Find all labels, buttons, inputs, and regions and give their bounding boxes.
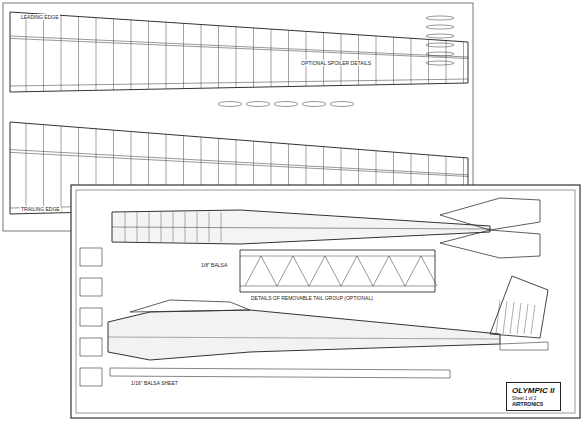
rib-section [426, 34, 454, 38]
fuselage-side-view [108, 310, 500, 360]
rib [201, 25, 202, 89]
former [197, 212, 198, 242]
title-text: OLYMPIC II [512, 386, 555, 396]
diagonal [373, 256, 389, 286]
rib-section [426, 61, 454, 65]
diagonal [357, 256, 373, 286]
rib-section [246, 102, 270, 107]
diagonal [245, 256, 261, 286]
rib [288, 30, 289, 86]
former [185, 212, 186, 242]
title-block: OLYMPIC IISheet 1 of 2AIRTRONICS [506, 382, 561, 411]
rib [463, 42, 464, 83]
fin-rib [496, 300, 500, 334]
plan-note: LEADING EDGE [20, 14, 60, 20]
plan-note: TRAILING EDGE [20, 206, 61, 212]
rib [43, 125, 44, 214]
former [161, 212, 162, 242]
rib-section [426, 25, 454, 29]
thrust-line [108, 337, 500, 339]
rib [253, 28, 254, 87]
fin [490, 276, 548, 338]
fin-rib [510, 302, 514, 334]
longeron [240, 256, 435, 257]
title-text: AIRTRONICS [512, 401, 555, 407]
former [209, 212, 210, 242]
sheet-frame [76, 190, 575, 413]
plan-note: DETAILS OF REMOVABLE TAIL GROUP (OPTIONA… [250, 295, 374, 301]
rib [236, 27, 237, 88]
diagonal [405, 256, 421, 286]
rib [166, 22, 167, 89]
rib [61, 15, 62, 91]
rib-section [302, 102, 326, 107]
rib [96, 18, 97, 91]
detail-view [80, 338, 102, 356]
rib-section [426, 43, 454, 47]
rib [26, 13, 27, 92]
former [149, 212, 150, 242]
rib [411, 38, 412, 84]
sheet-border [71, 185, 580, 418]
rib [306, 31, 307, 86]
rib [393, 37, 394, 84]
diagonal [325, 256, 341, 286]
plan-note: OPTIONAL SPOILER DETAILS [300, 60, 372, 66]
former [221, 212, 222, 242]
wing-outline [10, 12, 468, 92]
former [173, 212, 174, 242]
rib [218, 26, 219, 88]
diagonal [293, 256, 309, 286]
rib [271, 29, 272, 87]
fin-rib [524, 304, 528, 334]
rib [43, 14, 44, 91]
stabilizer-top-view [440, 198, 540, 230]
rib [131, 20, 132, 90]
detail-view [80, 278, 102, 296]
fuselage-sheet [71, 185, 580, 418]
fuselage-top-view [112, 210, 490, 244]
former [137, 212, 138, 242]
rib [148, 21, 149, 89]
rib [61, 126, 62, 213]
diagonal [309, 256, 325, 286]
belly-sheet [110, 368, 450, 378]
detail-view [80, 368, 102, 386]
rib [113, 19, 114, 90]
rib-section [426, 52, 454, 56]
rib [376, 36, 377, 85]
rib [183, 23, 184, 88]
rib-section [330, 102, 354, 107]
diagonal [421, 256, 437, 286]
rib-section [426, 16, 454, 20]
diagonal [389, 256, 405, 286]
rib-section [218, 102, 242, 107]
title-text: Sheet 1 of 2 [512, 396, 555, 401]
fin-rib [517, 303, 521, 334]
diagonal [277, 256, 293, 286]
rib [78, 16, 79, 90]
centerline [112, 227, 490, 229]
rib-section [274, 102, 298, 107]
rib [26, 123, 27, 213]
detail-view [80, 308, 102, 326]
tail-boom-truss [240, 250, 435, 292]
longeron [240, 286, 435, 287]
former [125, 212, 126, 242]
diagonal [261, 256, 277, 286]
rudder-horn [500, 342, 548, 350]
plan-note: 1/16" BALSA SHEET [130, 380, 179, 386]
fin-rib [531, 305, 535, 334]
stabilizer-top-view [440, 230, 540, 258]
plan-note: 1/8" BALSA [200, 262, 228, 268]
canopy [130, 300, 250, 312]
diagonal [341, 256, 357, 286]
fin-rib [503, 301, 507, 334]
detail-view [80, 248, 102, 266]
